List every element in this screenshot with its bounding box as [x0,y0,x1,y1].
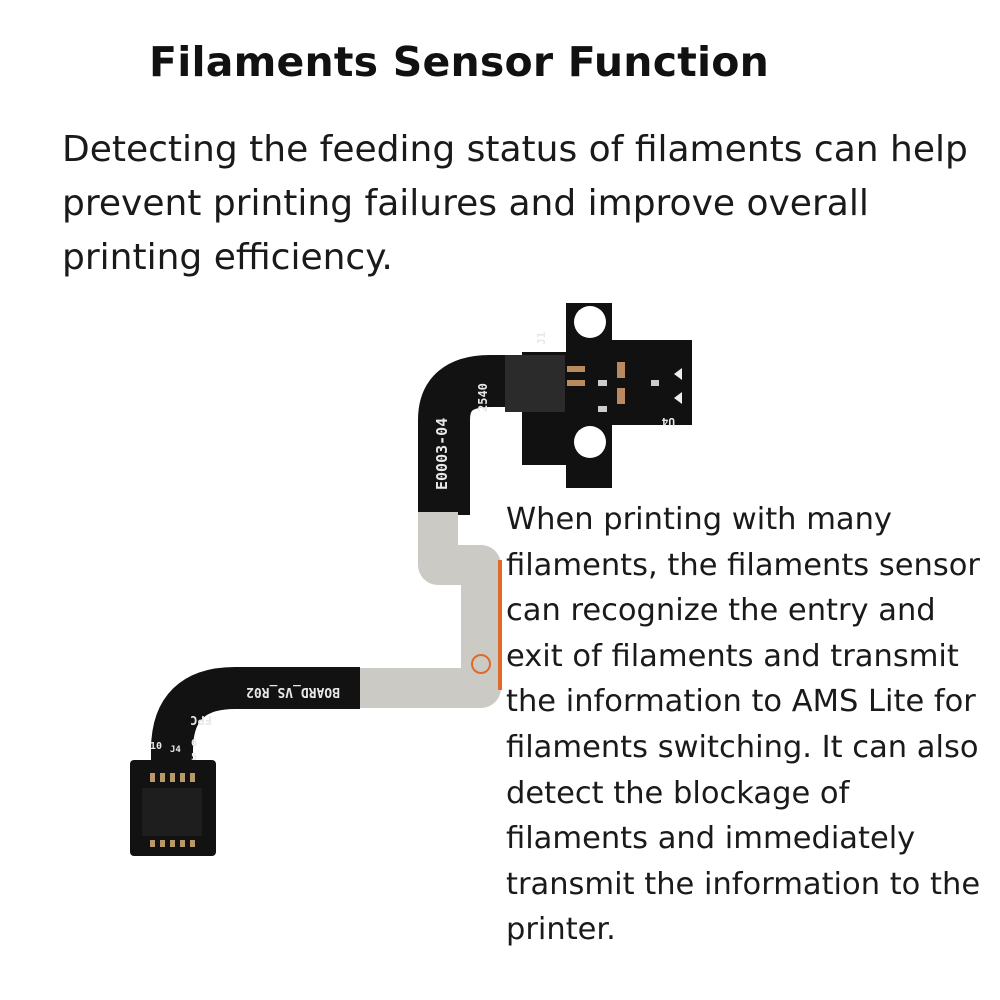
intro-paragraph: Detecting the feeding status of filament… [62,123,968,285]
stiffener [358,512,501,708]
pcb-date-code: 2540 [476,383,490,412]
intro-line: prevent printing failures and improve ov… [62,183,869,224]
sensor-connector [505,355,565,412]
description-line: can recognize the entry and [506,593,936,629]
description-line: transmit the information to the [506,866,981,902]
registered-mark-icon [471,654,491,674]
intro-line: printing efficiency. [62,237,393,278]
pcb-pin-6: 6 [191,738,197,749]
mount-hole [574,426,606,458]
description-line: detect the blockage of [506,775,850,811]
description-line: the information to AMS Lite for [506,684,976,720]
mount-hole [574,306,606,338]
flex-cable-top [418,355,525,515]
pcb-pin-10: 10 [150,741,162,752]
pcb-pin-5: 5 [191,752,197,763]
sensor-board [522,303,692,488]
pcb-fpc: FPC [190,713,212,727]
connector-pins [150,773,195,847]
arrow-icon [674,392,682,404]
pcb-j1: J1 [535,331,548,345]
smd-components [567,362,659,412]
description-line: filaments switching. It can also [506,729,979,765]
connector-body [142,788,202,836]
description-line: printer. [506,912,616,948]
flex-cable-bottom [151,667,360,800]
pcb-j4: J4 [170,745,181,755]
description-line: When printing with many [506,502,892,537]
description-paragraph: When printing with many filaments, the f… [506,497,980,953]
description-line: exit of filaments and transmit [506,638,959,674]
pcb-part-number: E0003-04 [433,418,451,490]
page-title: Filaments Sensor Function [148,38,770,86]
description-line: filaments and immediately [506,821,916,857]
description-line: filaments, the filaments sensor [506,547,980,583]
intro-line: Detecting the feeding status of filament… [62,129,968,170]
pcb-u4: U4 [661,415,675,428]
pcb-board-name: BOARD_VS_R02 [246,684,340,699]
arrow-icon [674,368,682,380]
